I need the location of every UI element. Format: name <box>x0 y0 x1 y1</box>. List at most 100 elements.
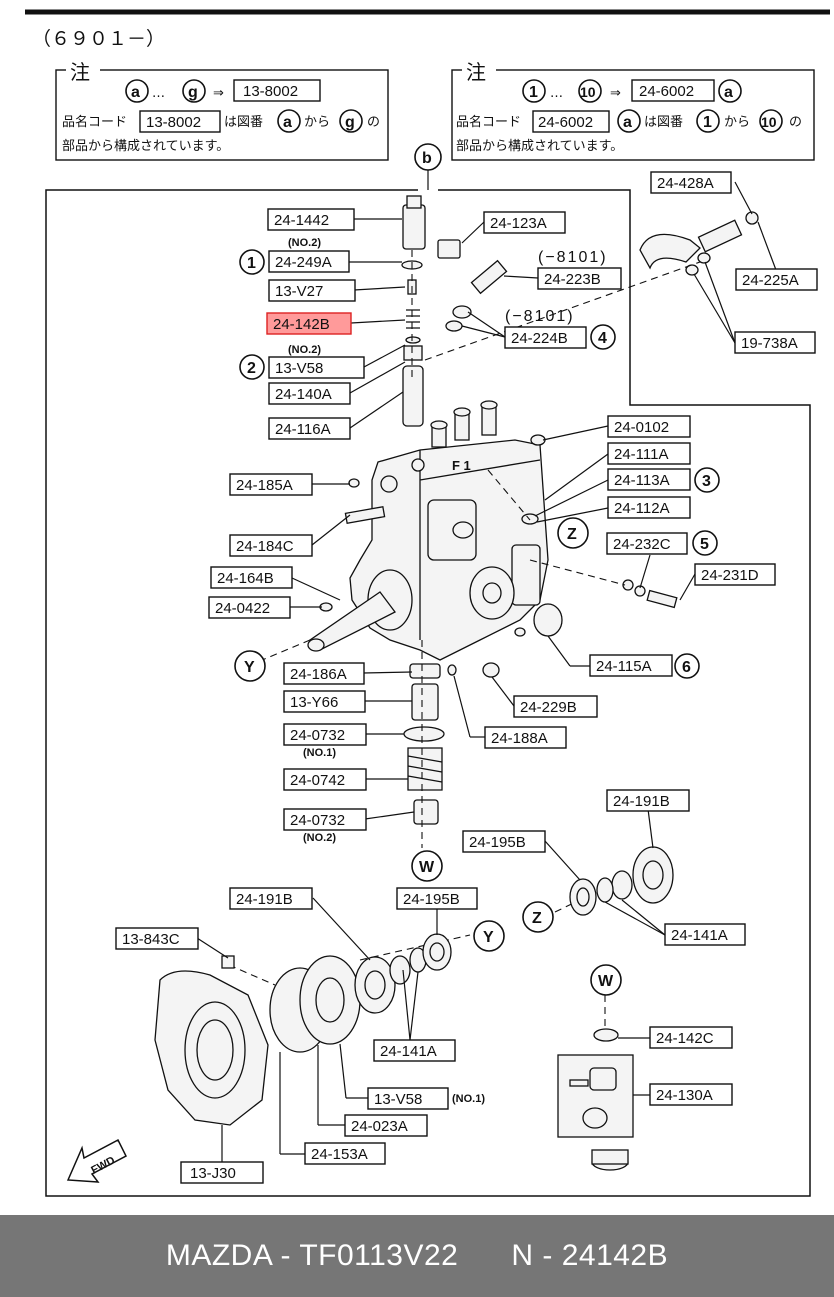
leader-lines <box>196 181 777 1162</box>
label-24-195b-left[interactable]: 24-195B <box>396 887 478 910</box>
svg-text:W: W <box>598 973 614 990</box>
callout-1: 1 <box>239 249 265 275</box>
note-left-line2-mid: は図番 <box>224 115 263 130</box>
label-19-738a[interactable]: 19-738A <box>734 331 816 354</box>
svg-text:13-V58: 13-V58 <box>374 1091 422 1108</box>
note-no2-b: (NO.2) <box>288 344 321 356</box>
lower-housing <box>154 846 674 1171</box>
svg-text:24-0732: 24-0732 <box>290 812 345 829</box>
svg-text:24-112A: 24-112A <box>614 500 670 517</box>
note-right-line2-prefix: 品名コード <box>456 114 521 130</box>
label-13-j30[interactable]: 13-J30 <box>180 1161 264 1184</box>
label-24-116a[interactable]: 24-116A <box>268 417 351 440</box>
svg-text:24-191B: 24-191B <box>613 793 670 810</box>
svg-text:24-0742: 24-0742 <box>290 772 345 789</box>
note-right-line2-b: 10 <box>761 114 777 130</box>
label-24-164b[interactable]: 24-164B <box>210 566 293 589</box>
label-24-023a[interactable]: 24-023A <box>344 1114 428 1137</box>
label-24-185a[interactable]: 24-185A <box>229 473 313 496</box>
svg-text:13-843C: 13-843C <box>122 931 180 948</box>
svg-text:24-231D: 24-231D <box>701 567 759 584</box>
parts-diagram: （６９０１－） 注 a … g ⇒ 13-8002 品名コード 13-8002 … <box>25 9 830 1197</box>
note-no2-c: (NO.2) <box>303 832 336 844</box>
svg-text:24-0102: 24-0102 <box>614 419 669 436</box>
svg-text:24-023A: 24-023A <box>351 1118 408 1135</box>
label-24-0102[interactable]: 24-0102 <box>607 415 691 438</box>
svg-text:Y: Y <box>244 659 255 676</box>
label-13-y66[interactable]: 13-Y66 <box>283 690 366 713</box>
circled-callouts: 1 2 3 4 5 6 Y Y Z Z W W <box>234 249 720 996</box>
note-right-ref: 24-6002 <box>639 83 694 100</box>
part-labels: 24-1442 (NO.2) 24-249A 13-V27 24-142B (N… <box>115 171 818 1184</box>
label-24-115a[interactable]: 24-115A <box>589 654 673 677</box>
label-13-v58-bottom[interactable]: 13-V58 <box>367 1087 449 1110</box>
label-24-231d[interactable]: 24-231D <box>694 563 776 586</box>
svg-text:1: 1 <box>247 255 256 272</box>
svg-text:Y: Y <box>483 929 494 946</box>
label-24-123a[interactable]: 24-123A <box>483 211 566 234</box>
note-left-line2-b: g <box>345 114 355 131</box>
note-date-a: (−8101) <box>538 249 608 266</box>
label-13-v27[interactable]: 13-V27 <box>268 279 356 302</box>
label-24-223b[interactable]: 24-223B <box>537 267 622 290</box>
svg-text:24-188A: 24-188A <box>491 730 548 747</box>
label-24-428a[interactable]: 24-428A <box>650 171 732 194</box>
label-24-142c[interactable]: 24-142C <box>649 1026 733 1049</box>
label-24-153a[interactable]: 24-153A <box>304 1142 386 1165</box>
note-right-title: 注 <box>466 60 486 84</box>
note-left-line2-code: 13-8002 <box>146 114 201 131</box>
svg-text:24-141A: 24-141A <box>671 927 728 944</box>
label-24-0742[interactable]: 24-0742 <box>283 768 367 791</box>
svg-text:24-142B: 24-142B <box>273 316 330 333</box>
label-24-188a[interactable]: 24-188A <box>484 726 567 749</box>
svg-text:24-249A: 24-249A <box>275 254 332 271</box>
label-24-1442[interactable]: 24-1442 <box>267 208 355 231</box>
label-13-843c[interactable]: 13-843C <box>115 927 199 950</box>
label-24-130a[interactable]: 24-130A <box>649 1083 733 1106</box>
label-24-249a[interactable]: 24-249A <box>268 250 350 273</box>
label-24-191b-left[interactable]: 24-191B <box>229 887 313 910</box>
svg-text:24-142C: 24-142C <box>656 1030 714 1047</box>
svg-text:F 1: F 1 <box>452 458 471 473</box>
svg-text:24-0422: 24-0422 <box>215 600 270 617</box>
svg-text:24-428A: 24-428A <box>657 175 714 192</box>
svg-text:13-V27: 13-V27 <box>275 283 323 300</box>
label-24-141a-right[interactable]: 24-141A <box>664 923 746 946</box>
note-right-range-end: 10 <box>580 84 596 100</box>
note-left: 注 a … g ⇒ 13-8002 品名コード 13-8002 は図番 a から… <box>55 60 389 161</box>
top-parts <box>319 195 678 825</box>
svg-text:13-Y66: 13-Y66 <box>290 694 338 711</box>
label-24-142b-highlighted[interactable]: 24-142B <box>266 312 352 335</box>
note-no2-a: (NO.2) <box>288 237 321 249</box>
label-24-112a[interactable]: 24-112A <box>607 496 691 519</box>
label-24-191b-right[interactable]: 24-191B <box>606 789 690 812</box>
label-24-186a[interactable]: 24-186A <box>283 662 365 685</box>
label-24-232c[interactable]: 24-232C <box>606 532 688 555</box>
svg-text:24-223B: 24-223B <box>544 271 601 288</box>
label-24-113a[interactable]: 24-113A <box>607 468 691 491</box>
label-24-111a[interactable]: 24-111A <box>607 442 691 465</box>
svg-text:24-184C: 24-184C <box>236 538 294 555</box>
svg-text:6: 6 <box>682 659 691 676</box>
label-24-0422[interactable]: 24-0422 <box>208 596 291 619</box>
svg-text:24-164B: 24-164B <box>217 570 274 587</box>
callout-w-bottom: W <box>590 964 622 996</box>
label-24-184c[interactable]: 24-184C <box>229 534 313 557</box>
svg-text:24-115A: 24-115A <box>596 658 652 675</box>
label-13-v58-top[interactable]: 13-V58 <box>268 356 365 379</box>
label-24-225a[interactable]: 24-225A <box>735 268 818 291</box>
svg-text:24-229B: 24-229B <box>520 699 577 716</box>
svg-text:24-224B: 24-224B <box>511 330 568 347</box>
svg-text:…: … <box>152 86 165 101</box>
label-24-141a-left[interactable]: 24-141A <box>373 1039 456 1062</box>
label-24-0732-no2[interactable]: 24-0732 <box>283 808 367 831</box>
label-24-224b[interactable]: 24-224B <box>504 326 587 349</box>
svg-text:24-1442: 24-1442 <box>274 212 329 229</box>
note-left-ref: 13-8002 <box>243 83 298 100</box>
label-24-0732-no1[interactable]: 24-0732 <box>283 723 367 746</box>
label-24-229b[interactable]: 24-229B <box>513 695 598 718</box>
callout-b-label: b <box>422 150 432 167</box>
label-24-140a[interactable]: 24-140A <box>268 382 351 405</box>
label-24-195b-right[interactable]: 24-195B <box>462 830 546 853</box>
callout-b: b <box>414 143 442 190</box>
